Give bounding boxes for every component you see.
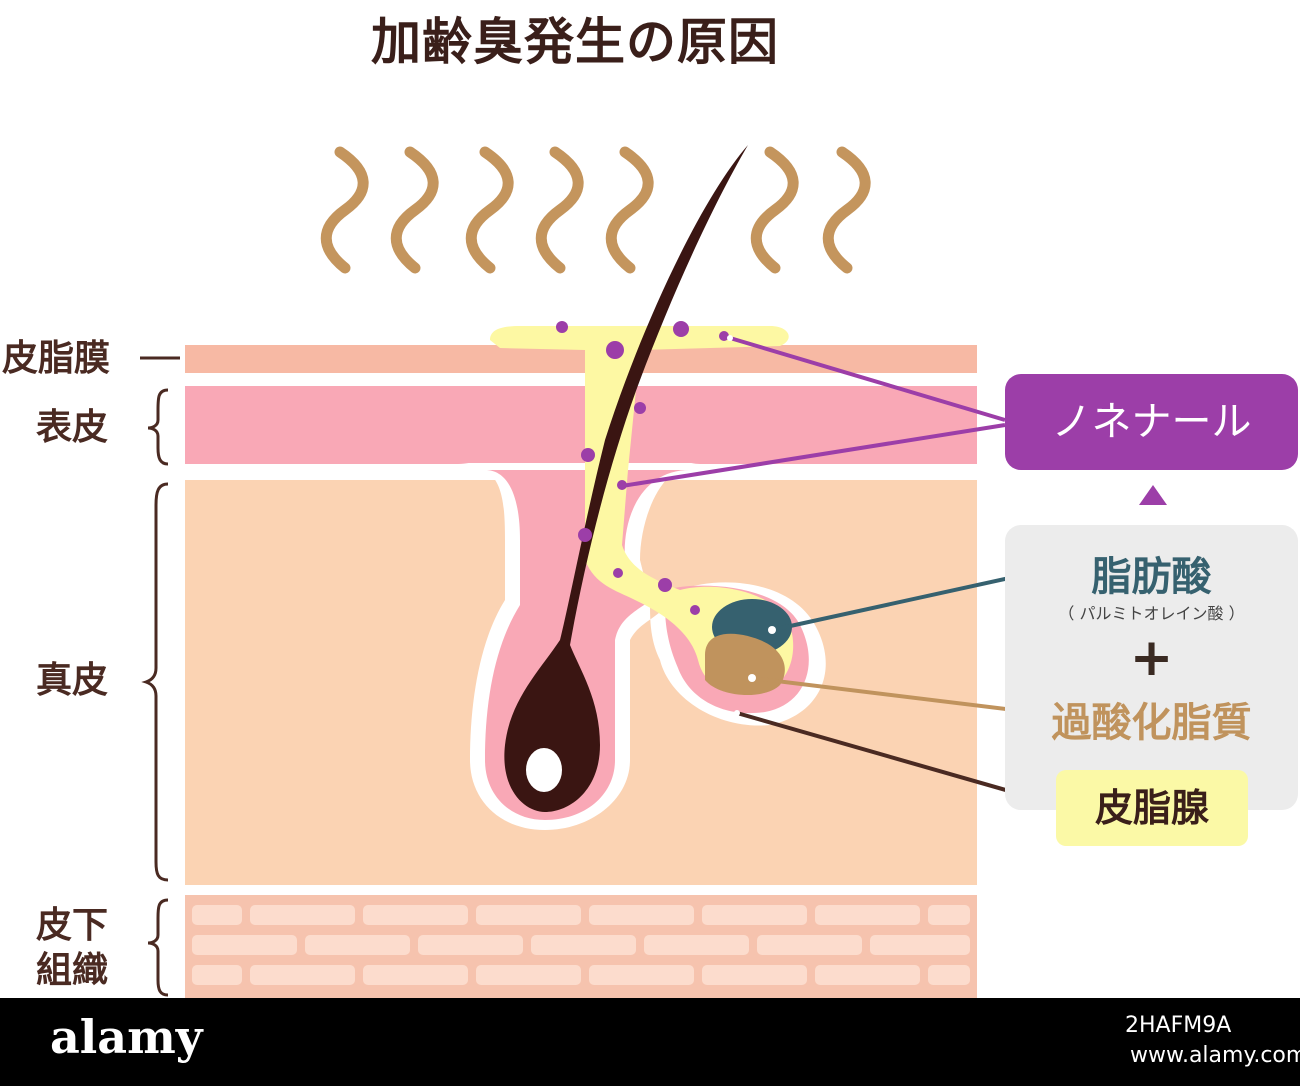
watermark-footer	[0, 998, 1300, 1086]
arrow-up-icon	[1139, 485, 1167, 505]
fatty-acid-label: 脂肪酸	[1091, 554, 1212, 600]
odor-wave	[320, 146, 369, 274]
nonenal-label: ノネナール	[1005, 374, 1298, 470]
sebum	[490, 326, 794, 695]
cause-panel	[1005, 525, 1298, 810]
odor-wave	[390, 146, 439, 274]
nonenal-leader-top	[729, 336, 1006, 422]
sebaceous-gland-label: 皮脂腺	[1056, 770, 1248, 846]
sebaceous-leader	[736, 711, 1059, 807]
dermis-label: 真皮	[36, 660, 109, 701]
odor-wave	[750, 146, 799, 274]
sebum-film-label: 皮脂膜	[2, 338, 111, 379]
odor-wave	[535, 146, 584, 274]
odor-wave	[822, 146, 871, 274]
page-title: 加齢臭発生の原因	[371, 13, 779, 71]
hair-shaft	[504, 145, 748, 812]
lipid-peroxide-label: 過酸化脂質	[1051, 700, 1252, 746]
subcutaneous-label-line1: 皮下	[36, 905, 109, 946]
footer-url: www.alamy.com	[1130, 1043, 1300, 1068]
odor-wave	[465, 146, 514, 274]
subcutaneous-layer	[185, 895, 977, 998]
epidermis-layer	[185, 386, 977, 464]
leader-lines	[621, 336, 1059, 807]
fatty-acid-note: （ パルミトオレイン酸 ）	[1058, 604, 1245, 623]
dermis-bracket	[141, 482, 169, 882]
odor-wave	[605, 146, 654, 274]
skin-cross-section-diagram	[140, 145, 1167, 998]
subcutaneous-bracket	[147, 898, 169, 997]
epidermis-bracket	[147, 388, 169, 466]
footer-logo: alamy	[50, 1010, 203, 1064]
leader-line-dots	[727, 335, 776, 716]
peroxide-leader	[751, 676, 1031, 714]
nonenal-leader-bottom	[621, 423, 1006, 488]
subcutaneous-label-line2: 組織	[36, 950, 109, 991]
epidermis-label: 表皮	[36, 407, 109, 448]
plus-sign: +	[1129, 628, 1174, 688]
hair-papilla	[526, 748, 562, 792]
layer-brackets	[140, 356, 180, 997]
odor-waves	[320, 146, 871, 274]
footer-image-id: 2HAFM9A	[1125, 1013, 1232, 1038]
